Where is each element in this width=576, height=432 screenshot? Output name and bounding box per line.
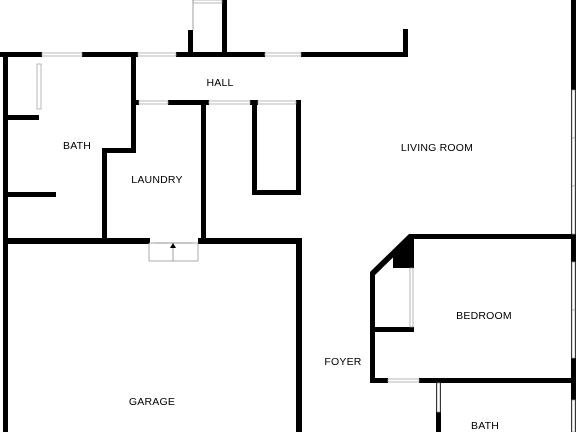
wall	[409, 234, 414, 268]
wall	[102, 148, 136, 153]
wall	[409, 234, 576, 239]
room-labels: HALL BATH LAUNDRY LIVING ROOM BEDROOM FO…	[63, 77, 512, 432]
wall	[403, 29, 408, 57]
openings	[36, 0, 576, 432]
window	[41, 52, 83, 57]
room-label-laundry: LAUNDRY	[131, 174, 182, 186]
doorway	[387, 378, 420, 383]
wall	[370, 327, 414, 332]
wall	[201, 100, 206, 242]
window	[571, 137, 576, 187]
wall	[222, 0, 227, 54]
wall	[301, 52, 408, 57]
wall	[188, 30, 193, 54]
room-label-garage: GARAGE	[129, 396, 175, 408]
wall	[419, 378, 576, 383]
wall	[82, 52, 138, 57]
wall	[131, 100, 139, 105]
wall	[393, 240, 409, 268]
room-label-living-room: LIVING ROOM	[401, 142, 473, 154]
doorway	[208, 100, 251, 105]
bedroom-door	[409, 267, 414, 328]
window	[571, 89, 576, 139]
window	[571, 399, 576, 432]
bath-door	[436, 382, 441, 413]
wall	[3, 238, 150, 244]
wall	[3, 115, 39, 120]
wall	[252, 190, 300, 195]
wall	[176, 52, 265, 57]
room-label-bedroom: BEDROOM	[456, 310, 512, 322]
wall	[370, 234, 413, 276]
room-label-bath-bottom: BATH	[471, 420, 499, 432]
window	[137, 52, 177, 57]
room-label-bath-left: BATH	[63, 140, 91, 152]
window	[571, 185, 576, 235]
wall	[0, 52, 42, 57]
wall	[3, 192, 56, 197]
window	[571, 261, 576, 311]
wall	[198, 238, 301, 244]
wall	[252, 100, 257, 195]
window	[571, 309, 576, 359]
wall	[168, 100, 209, 105]
wall	[296, 238, 302, 432]
room-label-foyer: FOYER	[324, 356, 361, 368]
window	[36, 63, 42, 110]
door-arrow-icon	[170, 243, 176, 248]
wall	[370, 378, 388, 383]
window	[264, 52, 302, 57]
room-label-hall: HALL	[206, 77, 233, 89]
wall	[409, 327, 414, 332]
wall	[296, 100, 301, 195]
wall	[102, 148, 107, 242]
door-frame	[192, 0, 223, 4]
doorway	[257, 100, 297, 105]
doorway	[138, 100, 169, 105]
